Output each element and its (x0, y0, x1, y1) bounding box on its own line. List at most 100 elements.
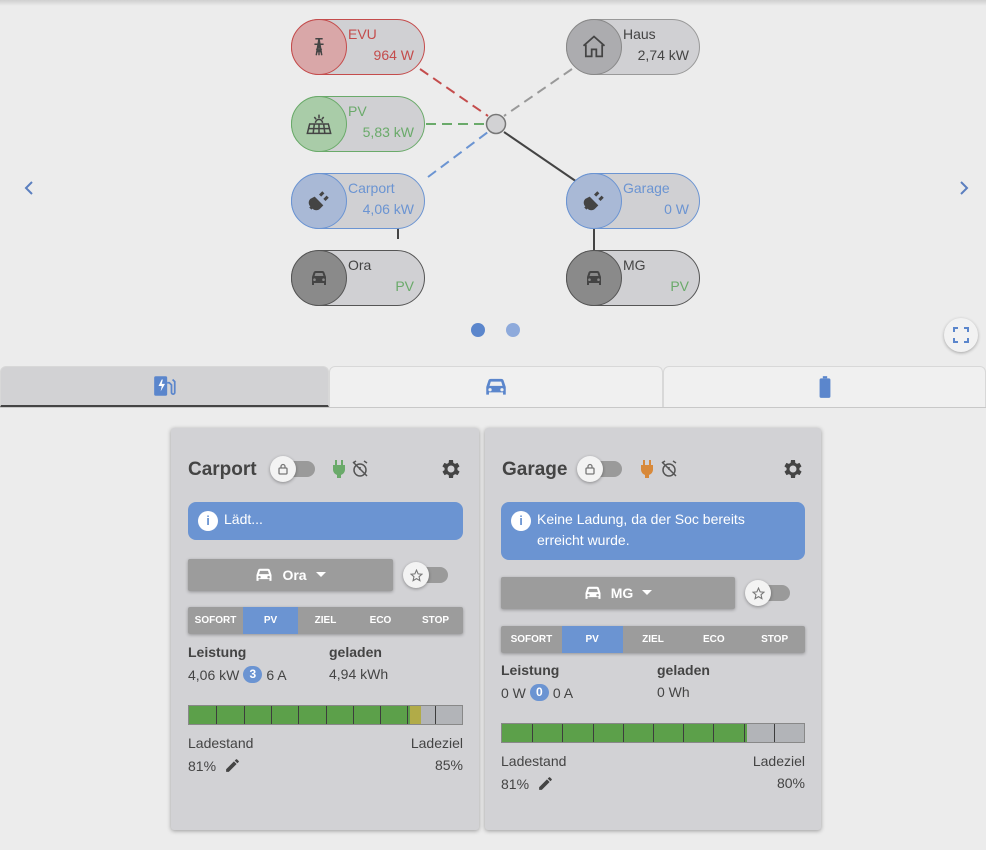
phases-badge: 0 (529, 684, 549, 701)
ladeziel-label: Ladeziel (410, 735, 463, 751)
mode-ziel-button[interactable]: ZIEL (622, 626, 684, 653)
garage-node[interactable]: Garage 0 W (565, 172, 700, 229)
geladen-label: geladen (657, 662, 710, 678)
soc-segment-tick (434, 706, 436, 724)
geladen-value: 4,94 kWh (329, 666, 389, 682)
soc-segment-tick (683, 724, 685, 742)
ladestand-label: Ladestand (188, 735, 254, 751)
lock-toggle[interactable] (577, 456, 622, 482)
card-title: Carport (188, 459, 257, 480)
soc-segment-tick (562, 724, 564, 742)
car-icon (290, 249, 347, 306)
pv-node[interactable]: PV 5,83 kW (290, 95, 425, 152)
carport-label: Carport (348, 180, 395, 196)
chevron-right-icon (960, 181, 969, 195)
soc-segment-tick (216, 706, 218, 724)
chevron-left-icon (24, 181, 33, 195)
flow-center-node (485, 113, 507, 135)
mode-stop-button[interactable]: STOP (744, 626, 805, 653)
flow-lines (397, 68, 595, 250)
carousel-dot-1[interactable] (471, 323, 485, 337)
favorite-toggle[interactable] (403, 562, 448, 588)
mode-pv-button[interactable]: PV (243, 607, 298, 634)
lock-icon (577, 456, 603, 482)
charge-status-message: i Lädt... (188, 502, 463, 540)
plug-icon (290, 172, 347, 229)
evu-label: EVU (348, 26, 377, 42)
evu-value: 964 W (373, 47, 414, 63)
soc-segment-tick (653, 724, 654, 742)
lock-toggle[interactable] (270, 456, 315, 482)
mode-sofort-button[interactable]: SOFORT (188, 607, 243, 634)
edit-pencil-icon[interactable] (224, 757, 241, 774)
carport-node[interactable]: Carport 4,06 kW (290, 172, 425, 229)
mode-pv-button[interactable]: PV (561, 626, 623, 653)
vehicle-name: Ora (282, 567, 307, 583)
soc-segment-tick (380, 706, 382, 724)
house-icon (565, 18, 622, 75)
mode-ziel-button[interactable]: ZIEL (298, 607, 353, 634)
car-icon (585, 586, 601, 599)
fullscreen-button[interactable] (944, 318, 978, 352)
mg-label: MG (623, 257, 646, 273)
tab-charge-points[interactable] (0, 366, 329, 407)
soc-segment-tick (270, 706, 272, 724)
current-value: 0 A (552, 684, 574, 701)
evu-node[interactable]: EVU 964 W (290, 18, 425, 75)
battery-icon (819, 376, 830, 398)
charge-point-card-carport: Carport i Lädt... Ora SOFORT PV ZIEL ECO… (171, 428, 479, 830)
ora-vehicle-node[interactable]: Ora PV (290, 249, 425, 306)
tab-vehicles[interactable] (329, 366, 663, 407)
charge-point-card-garage: Garage i Keine Ladung, da der Soc bereit… (485, 428, 821, 830)
soc-segment-tick (298, 706, 300, 724)
soc-fill (502, 724, 747, 742)
charge-mode-buttons: SOFORT PV ZIEL ECO STOP (188, 607, 463, 634)
leistung-value: 4,06 kW 3 6 A (188, 666, 287, 683)
mg-vehicle-node[interactable]: MG PV (565, 249, 700, 306)
vehicle-select[interactable]: MG (501, 577, 735, 609)
car-icon (486, 378, 506, 395)
alarm-off-icon[interactable] (351, 460, 369, 478)
vehicle-select[interactable]: Ora (188, 559, 393, 591)
soc-progress-bar (188, 705, 463, 725)
solar-panel-icon (290, 95, 347, 152)
status-text: Lädt... (224, 511, 263, 527)
soc-segment-tick (352, 706, 354, 724)
soc-segment-tick (407, 706, 409, 724)
geladen-value: 0 Wh (657, 684, 690, 700)
grid-icon (290, 18, 347, 75)
current-value: 6 A (266, 666, 287, 683)
ladeziel-label: Ladeziel (752, 753, 805, 769)
settings-gear-icon[interactable] (780, 457, 804, 481)
power-flow-diagram: EVU 964 W Haus 2,74 kW PV 5,83 kW Carpor… (0, 6, 986, 364)
haus-label: Haus (623, 26, 656, 42)
garage-value: 0 W (664, 201, 689, 217)
soc-segment-tick (713, 724, 715, 742)
mode-eco-button[interactable]: ECO (353, 607, 408, 634)
ladestand-value: 81% (501, 775, 530, 792)
ev-station-icon (153, 376, 176, 396)
tab-batteries[interactable] (663, 366, 986, 407)
carousel-dot-2[interactable] (506, 323, 520, 337)
soc-segment-tick (743, 724, 745, 742)
evu-flow-line (419, 68, 489, 117)
mode-stop-button[interactable]: STOP (408, 607, 463, 634)
settings-gear-icon[interactable] (438, 457, 462, 481)
status-text: Keine Ladung, da der Soc bereits erreich… (537, 511, 745, 548)
soc-fill (189, 706, 411, 724)
haus-flow-line (503, 68, 573, 117)
mode-sofort-button[interactable]: SOFORT (501, 626, 562, 653)
edit-pencil-icon[interactable] (537, 775, 554, 792)
haus-node[interactable]: Haus 2,74 kW (565, 18, 700, 75)
carport-value: 4,06 kW (362, 201, 414, 217)
alarm-off-icon[interactable] (660, 460, 678, 478)
carousel-next-button[interactable] (952, 176, 976, 202)
mg-mode: PV (670, 278, 689, 294)
dropdown-caret-icon (315, 572, 326, 577)
mode-eco-button[interactable]: ECO (683, 626, 745, 653)
info-icon: i (511, 511, 531, 531)
haus-value: 2,74 kW (637, 47, 689, 63)
carousel-prev-button[interactable] (17, 176, 41, 202)
favorite-toggle[interactable] (745, 580, 790, 606)
garage-flow-line (503, 131, 581, 185)
